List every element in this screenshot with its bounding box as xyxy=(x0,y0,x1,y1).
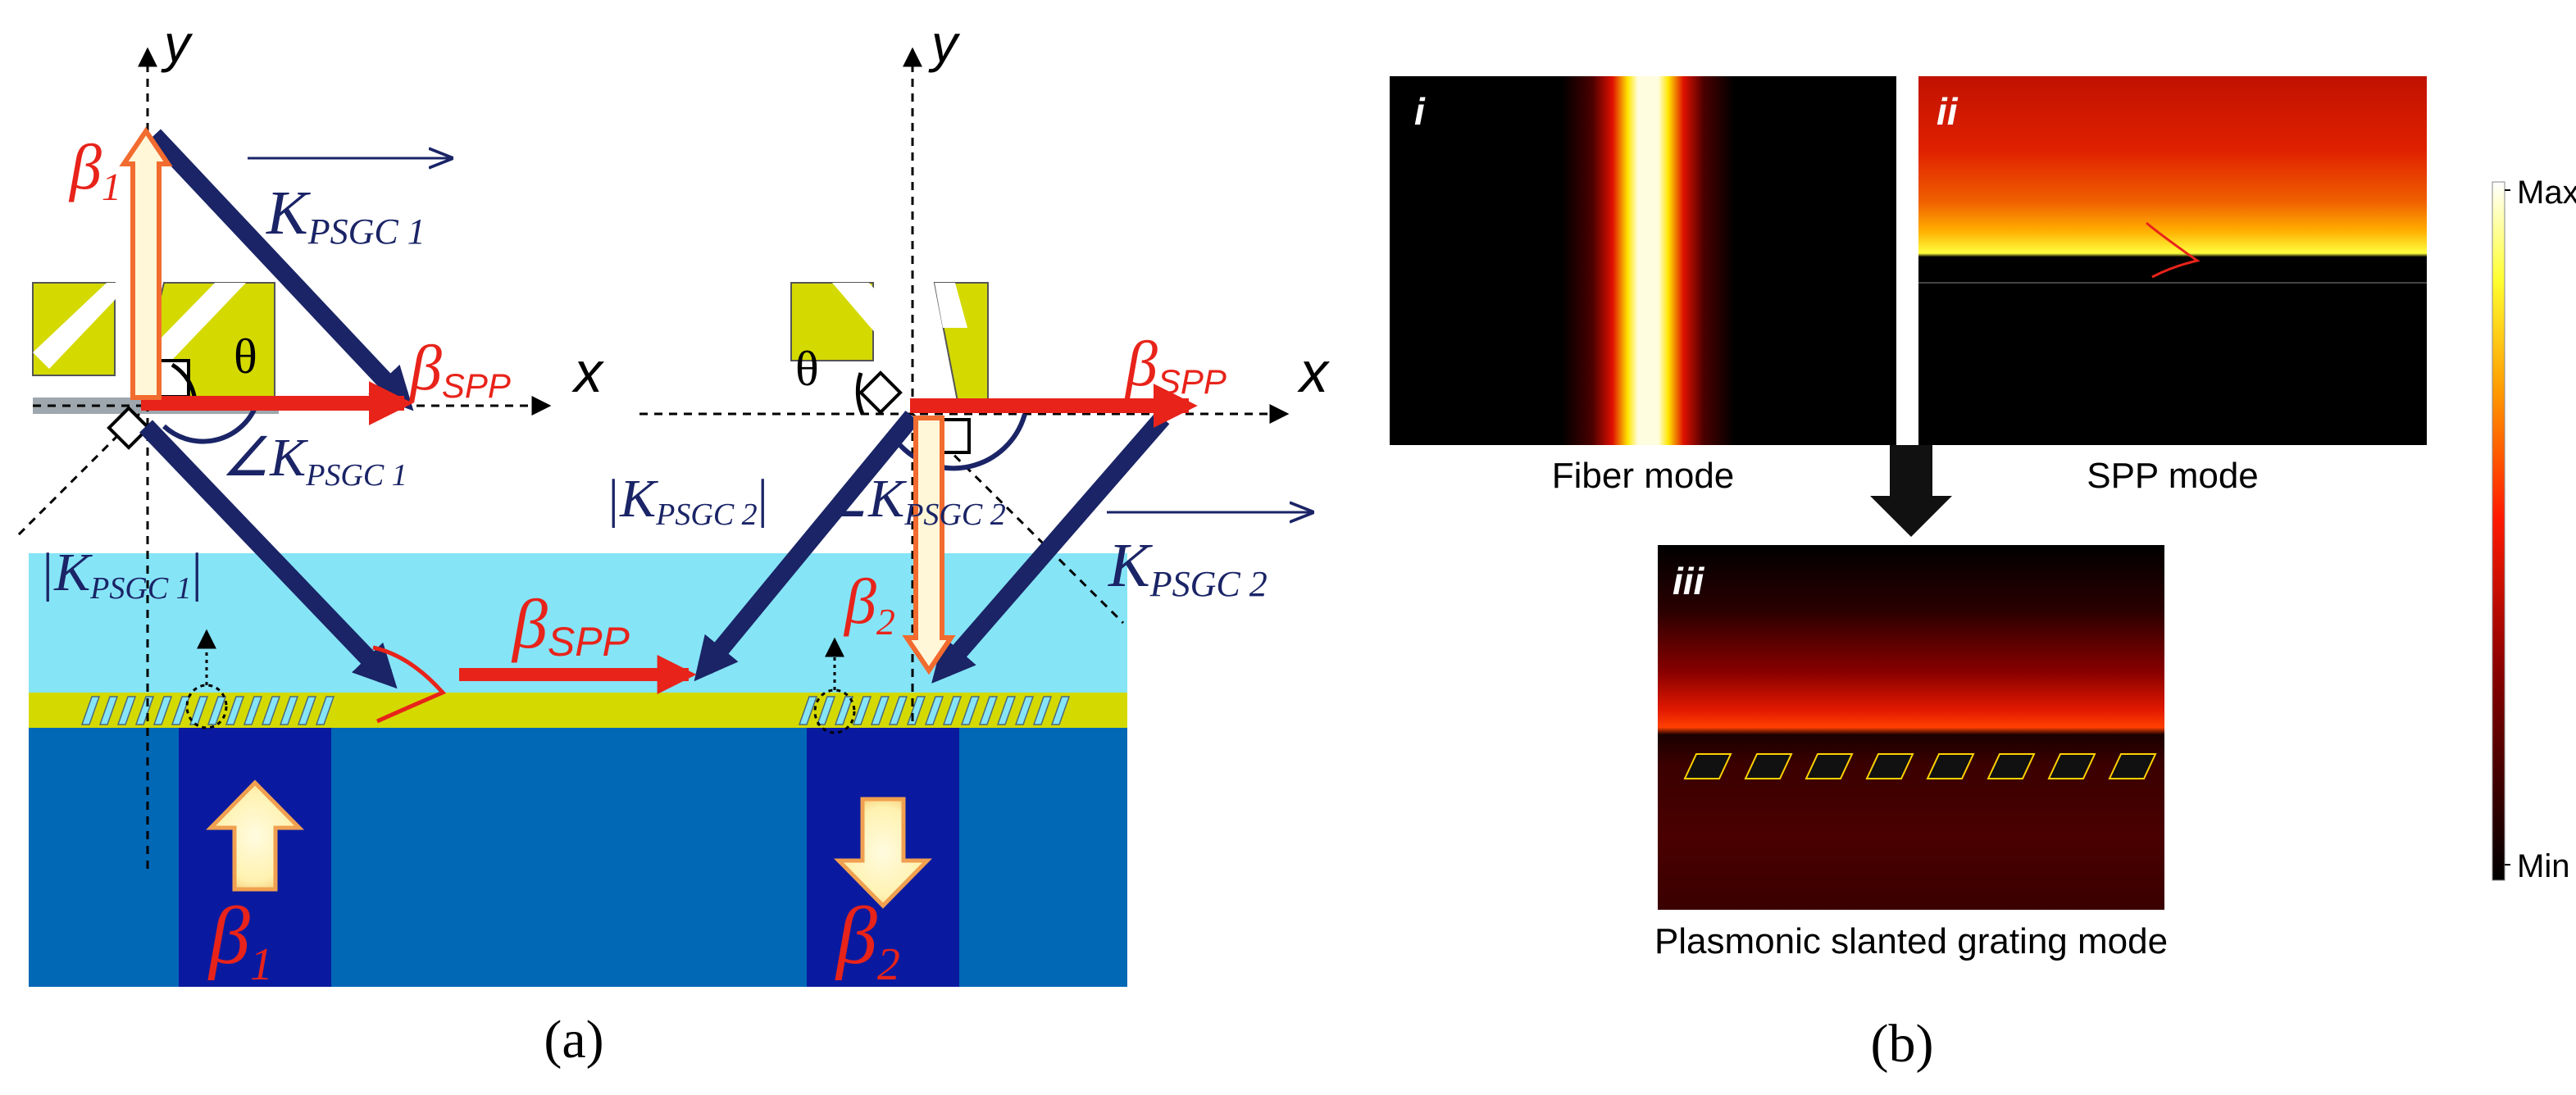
metal-block-left-b xyxy=(33,283,131,369)
grating-tooth xyxy=(888,696,908,725)
beta-1-top-label: β1 xyxy=(68,131,121,209)
k-psgc2-label: KPSGC 2 xyxy=(1108,531,1268,604)
spp-mode-label: SPP mode xyxy=(2087,456,2259,496)
grating-mode-block xyxy=(1683,753,1732,779)
slanted-grating-right xyxy=(798,696,1071,725)
angle-k-psgc2-label: ∠KPSGC 2 xyxy=(820,469,1006,532)
grating-tooth xyxy=(942,696,963,725)
grating-mode-block xyxy=(2108,753,2157,779)
down-arrow-icon xyxy=(1870,445,1952,537)
grating-mode-label: Plasmonic slanted grating mode xyxy=(1654,921,2168,961)
fiber-mode-map xyxy=(1390,76,1896,445)
spp-wave-mark-b xyxy=(2146,221,2201,279)
grating-mode-block xyxy=(1744,753,1793,779)
axis-y-left: y xyxy=(161,14,193,73)
angle-arc-k1 xyxy=(162,408,257,444)
fiber-mode-label: Fiber mode xyxy=(1552,456,1735,496)
colorbar-min-label: Min xyxy=(2517,848,2569,884)
grating-tooth xyxy=(1014,696,1035,725)
grating-tooth xyxy=(243,696,263,725)
grating-mode-block xyxy=(1865,753,1914,779)
caption-b: (b) xyxy=(1871,1014,1934,1074)
grating-tooth xyxy=(116,696,137,725)
roman-iii: iii xyxy=(1673,560,1705,602)
grating-tooth xyxy=(279,696,299,725)
theta-arc-right xyxy=(855,372,865,415)
grating-mode-block xyxy=(1926,753,1975,779)
grating-mode-block xyxy=(2047,753,2096,779)
theta-left: θ xyxy=(234,329,257,384)
theta-right: θ xyxy=(795,342,819,396)
k-psgc1-bar-upper xyxy=(147,129,414,411)
grating-tooth xyxy=(315,696,335,725)
abs-k-psgc2-label: |KPSGC 2| xyxy=(605,469,768,532)
grating-tooth xyxy=(960,696,981,725)
grating-tooth xyxy=(152,696,173,725)
grating-tooth xyxy=(924,696,944,725)
grating-unit-circle-left xyxy=(185,684,228,729)
beta-2-hollow-arrow xyxy=(902,416,956,675)
grating-mode-blocks xyxy=(1683,753,2157,779)
k-psgc2-bar-left xyxy=(694,411,920,682)
axis-x-left: x xyxy=(571,340,605,404)
k-psgc1-label: KPSGC 1 xyxy=(266,179,426,252)
colorbar xyxy=(2492,181,2505,881)
grating-tooth xyxy=(978,696,999,725)
beta-spp-center-label: βSPP xyxy=(511,584,630,665)
grating-tooth xyxy=(1050,696,1071,725)
grating-tooth xyxy=(297,696,317,725)
metal-block-right-d xyxy=(935,283,967,328)
grating-tooth xyxy=(207,696,227,725)
grating-mode-block xyxy=(1805,753,1854,779)
beta-spp-right-label: βSPP xyxy=(1124,328,1227,401)
grating-tooth xyxy=(798,696,818,725)
caption-a: (a) xyxy=(544,1010,603,1070)
panel-a xyxy=(15,47,1312,987)
grating-tooth xyxy=(80,696,101,725)
abs-k-psgc1-label: |KPSGC 1| xyxy=(39,543,203,606)
beta-2-mid-label: β2 xyxy=(843,566,895,643)
beta-spp-left-label: βSPP xyxy=(408,332,511,405)
grating-tooth xyxy=(816,696,836,725)
grating-tooth xyxy=(870,696,890,725)
grating-tooth xyxy=(852,696,872,725)
metal-block-right-b xyxy=(832,283,931,352)
grating-mode-block xyxy=(1987,753,2036,779)
grating-tooth xyxy=(834,696,854,725)
grating-tooth xyxy=(225,696,245,725)
beta-1-hollow-arrow xyxy=(119,126,173,400)
grating-mode-map xyxy=(1658,545,2164,910)
output-light-arrow-icon xyxy=(834,797,932,909)
grating-tooth xyxy=(1032,696,1053,725)
k-psgc2-bar-right xyxy=(931,411,1170,684)
axis-y-right: y xyxy=(928,14,961,73)
spp-mode-map xyxy=(1918,76,2427,445)
k-psgc1-bar-lower xyxy=(139,420,398,689)
grating-tooth xyxy=(134,696,155,725)
grating-tooth xyxy=(261,696,281,725)
axis-x-right: x xyxy=(1297,340,1331,404)
right-angle-mark-diag-right xyxy=(858,370,903,415)
beta-1-bottom-label: β1 xyxy=(207,890,273,990)
grating-tooth xyxy=(996,696,1017,725)
angle-k-psgc1-label: ∠KPSGC 1 xyxy=(221,428,407,493)
grating-tooth xyxy=(98,696,119,725)
roman-ii: ii xyxy=(1937,90,1959,133)
slanted-grating-left xyxy=(80,696,335,725)
colorbar-max-label: Max xyxy=(2517,175,2576,211)
grating-unit-circle-right xyxy=(813,688,856,734)
labels: y x y x θ θ β1 KPSGC 1 βSPP ∠KPSGC 1 |KP… xyxy=(39,14,2576,1074)
beta-2-bottom-label: β2 xyxy=(835,890,900,990)
spp-wave-mark-a xyxy=(372,645,447,724)
panel-b xyxy=(1390,76,2510,910)
roman-i: i xyxy=(1414,90,1426,133)
input-light-arrow-icon xyxy=(206,779,304,892)
right-angle-mark-diag-left xyxy=(107,406,151,450)
